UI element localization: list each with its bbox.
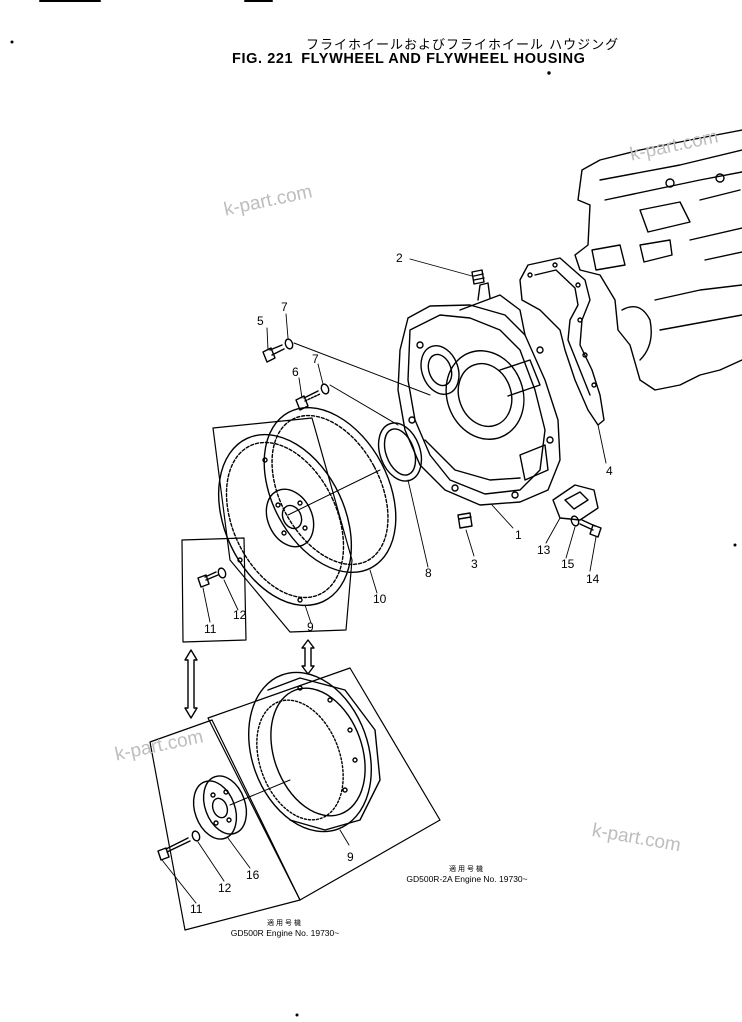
callout-4: 4 [606,464,613,478]
callout-11-upper: 11 [204,622,217,636]
frame-upper-group [212,417,353,633]
ring-gear [263,406,397,574]
callout-5: 5 [257,314,264,328]
plug-top [471,269,485,285]
callout-9-upper: 9 [307,620,314,634]
callout-9-lower: 9 [347,850,354,864]
oil-seal [377,422,423,482]
figure-title: FIG. 221 FLYWHEEL AND FLYWHEEL HOUSING [232,51,586,67]
callout-3: 3 [471,557,478,571]
gasket [519,257,605,426]
bolt-11-upper [197,571,219,588]
note-label-jp: 適用号機 [267,919,303,927]
bolt-14 [579,519,602,538]
washer-7b [320,383,330,395]
note-engine: Engine No. 19730~ [266,928,340,938]
note-model: GD500R [230,928,264,938]
callout-2: 2 [396,251,403,265]
note-label-jp: 適用号機 [449,865,485,873]
interchange-arrow-left [184,649,198,719]
frame-lower-group [149,719,301,931]
note-model: GD500R-2A [406,874,453,884]
adapter-hub [192,775,248,840]
washer-12-upper [217,567,227,579]
frame-bolt-group-upper [181,537,247,643]
figure-title-text: FLYWHEEL AND FLYWHEEL HOUSING [301,51,586,67]
bolt-6 [295,390,321,411]
leader-lines [161,258,607,904]
callout-12-upper: 12 [233,608,247,622]
frame-flywheel-lower [207,667,441,901]
callout-11-lower: 11 [190,902,203,916]
callout-16: 16 [246,868,260,882]
callout-10: 10 [373,592,387,606]
bolt-5 [262,344,285,363]
flywheel-housing [397,282,561,506]
bolt-11-lower [157,837,191,861]
callout-7b: 7 [312,352,319,366]
applicability-note-right: 適用号機 GD500R-2A Engine No. 19730~ [392,864,542,884]
applicability-note-left: 適用号機 GD500R Engine No. 19730~ [210,918,360,938]
note-engine: Engine No. 19730~ [454,874,528,884]
callout-1: 1 [515,528,522,542]
washer-7a [284,338,294,350]
washer-15 [570,515,580,527]
cover-plate [552,484,599,521]
callout-14: 14 [586,572,600,586]
title-japanese: フライホイールおよびフライホイール ハウジング [306,38,620,53]
flywheel-upper [217,433,353,607]
interchange-arrow-right [301,639,315,675]
callout-8: 8 [425,566,432,580]
figure-number: FIG. 221 [232,51,294,67]
callout-13: 13 [537,543,551,557]
plug-bottom [457,512,473,529]
callout-6: 6 [292,365,299,379]
callout-12-lower: 12 [218,881,232,895]
engine-block [574,129,742,391]
washer-12-lower [191,830,201,842]
callout-15: 15 [561,557,575,571]
flywheel-lower [248,671,381,833]
callout-7a: 7 [281,300,288,314]
